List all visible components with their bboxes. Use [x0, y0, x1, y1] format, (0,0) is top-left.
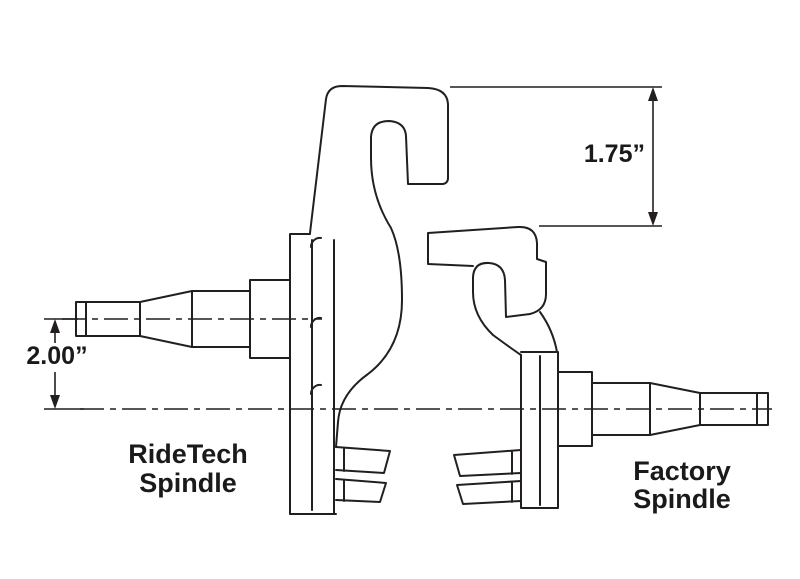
factory-spindle-label-line2: Spindle [633, 484, 731, 514]
dimension-2-00: 2.00” [26, 318, 88, 410]
dimension-2-00-label: 2.00” [26, 342, 87, 370]
dimension-1-75-arrow-down [648, 212, 658, 226]
factory-body-outline [520, 351, 559, 509]
ridetech-spindle-label-line2: Spindle [139, 468, 237, 498]
factory-shaft-outline [557, 371, 769, 447]
factory-steering-arm-outline [427, 225, 558, 356]
factory-spindle-label-line1: Factory [633, 456, 731, 486]
factory-caliper-ears-outline [453, 449, 522, 505]
dimension-2-00-arrow-down [50, 395, 60, 409]
dimension-1-75: 1.75” [450, 86, 662, 227]
part-labels: RideTech Spindle Factory Spindle [128, 439, 731, 514]
dimension-2-00-arrow-up [50, 319, 60, 333]
ridetech-caliper-ears-outline [335, 446, 391, 503]
factory-spindle-drawing [427, 225, 769, 509]
ridetech-body-outline [289, 233, 337, 515]
centerlines [62, 318, 772, 410]
ridetech-spindle-label-line1: RideTech [128, 439, 248, 469]
ridetech-fillet-marks [309, 236, 322, 395]
ridetech-steering-arm-outline [309, 85, 449, 448]
dimension-1-75-label: 1.75” [584, 140, 645, 168]
dimension-1-75-arrow-up [648, 87, 658, 101]
